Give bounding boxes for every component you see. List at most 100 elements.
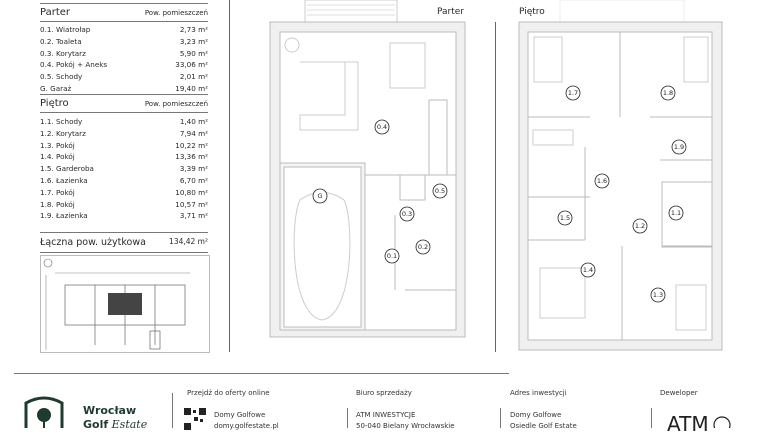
room-name: G. Garaż bbox=[40, 83, 72, 93]
atm-logo: ATM bbox=[667, 412, 709, 436]
room-label-circle bbox=[557, 210, 573, 226]
room-label-circle bbox=[671, 139, 687, 155]
room-label-circle bbox=[660, 85, 676, 101]
parter-plan-title: Parter bbox=[437, 7, 465, 17]
room-area: 2,73 m² bbox=[179, 25, 208, 34]
room-row: 0.5. Schody 2,01 m² bbox=[40, 71, 208, 83]
total-area: Łączna pow. użytkowa 134,42 m² bbox=[40, 232, 208, 253]
footer-divider bbox=[14, 373, 509, 374]
room-area: 10,80 m² bbox=[175, 187, 208, 197]
room-label-circle bbox=[565, 85, 581, 101]
room-name: 1.1. Schody bbox=[40, 117, 83, 126]
room-name: 0.4. Pokój + Aneks bbox=[40, 60, 108, 70]
online-offer-title: Przejdź do oferty online bbox=[187, 389, 270, 397]
online-offer-link[interactable]: domy.golfestate.pl bbox=[214, 422, 279, 430]
logo-golf: Golf bbox=[83, 418, 109, 431]
room-row: 1.5. Garderoba 3,39 m² bbox=[40, 163, 208, 175]
divider bbox=[172, 393, 173, 428]
developer-title: Deweloper bbox=[660, 389, 698, 397]
room-label-circle bbox=[415, 239, 431, 255]
room-area: 3,39 m² bbox=[179, 164, 208, 174]
logo-text-line2: Golf Estate bbox=[83, 418, 147, 431]
qr-code-icon[interactable] bbox=[184, 408, 206, 430]
room-area: 6,70 m² bbox=[179, 175, 208, 185]
room-label: 1.2 bbox=[635, 222, 645, 230]
room-label-circle bbox=[594, 173, 610, 189]
room-name: 1.7. Pokój bbox=[40, 187, 75, 197]
divider bbox=[495, 22, 496, 352]
room-label: 0.3 bbox=[402, 210, 412, 218]
investment-name: Domy Golfowe bbox=[510, 411, 562, 419]
room-label: 1.8 bbox=[663, 89, 673, 97]
room-area: 5,90 m² bbox=[179, 48, 208, 58]
room-area: 10,57 m² bbox=[175, 199, 208, 209]
room-name: 1.9. Łazienka bbox=[40, 211, 88, 221]
parter-title: Parter bbox=[40, 7, 71, 18]
golf-estate-logo-icon bbox=[24, 396, 64, 428]
logo-estate: Estate bbox=[111, 418, 148, 431]
column-header: Pow. pomieszczeń bbox=[144, 100, 208, 108]
divider bbox=[500, 408, 501, 428]
room-label-circle bbox=[432, 183, 448, 199]
room-name: 0.2. Toaleta bbox=[40, 36, 82, 46]
room-name: 1.8. Pokój bbox=[40, 199, 75, 209]
room-row: 1.7. Pokój 10,80 m² bbox=[40, 187, 208, 199]
room-label-circle bbox=[312, 188, 328, 204]
room-label-circle bbox=[580, 262, 596, 278]
column-header: Pow. pomieszczeń bbox=[144, 9, 208, 17]
room-area: 13,36 m² bbox=[175, 152, 208, 162]
room-area: 3,23 m² bbox=[179, 36, 208, 46]
investment-address-title: Adres inwestycji bbox=[510, 389, 567, 397]
room-label: 1.6 bbox=[597, 177, 607, 185]
room-row: 0.2. Toaleta 3,23 m² bbox=[40, 36, 208, 48]
room-label: 1.4 bbox=[583, 266, 593, 274]
room-label: 1.7 bbox=[568, 89, 578, 97]
highlighted-unit bbox=[108, 293, 142, 315]
room-label: 1.9 bbox=[674, 143, 684, 151]
room-name: 1.5. Garderoba bbox=[40, 164, 94, 174]
room-area: 19,40 m² bbox=[175, 83, 208, 93]
room-label-circle bbox=[650, 287, 666, 303]
room-label: 0.4 bbox=[377, 123, 387, 131]
logo-text-line1: Wrocław bbox=[83, 404, 137, 417]
room-row: 1.6. Łazienka 6,70 m² bbox=[40, 175, 208, 187]
room-name: 1.6. Łazienka bbox=[40, 175, 88, 185]
room-row: G. Garaż 19,40 m² bbox=[40, 83, 208, 95]
room-label: 1.3 bbox=[653, 291, 663, 299]
room-label-circle bbox=[399, 206, 415, 222]
room-row: 1.8. Pokój 10,57 m² bbox=[40, 199, 208, 211]
divider bbox=[229, 0, 230, 352]
room-row: 0.3. Korytarz 5,90 m² bbox=[40, 48, 208, 60]
room-label-circle bbox=[374, 119, 390, 135]
site-plan-thumbnail bbox=[40, 255, 210, 353]
sales-office-address: 50-040 Bielany Wrocławskie bbox=[356, 422, 455, 430]
investment-estate: Osiedle Golf Estate bbox=[510, 422, 577, 430]
room-label: 0.2 bbox=[418, 243, 428, 251]
total-label: Łączna pow. użytkowa bbox=[40, 237, 146, 248]
room-name: 0.3. Korytarz bbox=[40, 48, 86, 58]
room-area: 3,71 m² bbox=[179, 211, 208, 221]
room-name: 1.3. Pokój bbox=[40, 140, 75, 150]
room-label: 1.5 bbox=[560, 214, 570, 222]
room-name: 0.5. Schody bbox=[40, 72, 83, 82]
sales-office-title: Biuro sprzedaży bbox=[356, 389, 412, 397]
room-label: G bbox=[317, 192, 322, 200]
room-label: 0.1 bbox=[387, 252, 397, 260]
room-area: 7,94 m² bbox=[179, 128, 208, 138]
compass-icon bbox=[43, 258, 53, 268]
room-name: 1.2. Korytarz bbox=[40, 128, 86, 138]
room-label-circle bbox=[384, 248, 400, 264]
room-row: 1.9. Łazienka 3,71 m² bbox=[40, 210, 208, 222]
pietro-plan-title: Piętro bbox=[519, 7, 545, 17]
room-area: 2,01 m² bbox=[179, 72, 208, 82]
sales-office-name: ATM INWESTYCJE bbox=[356, 411, 416, 419]
parter-header: Parter Pow. pomieszczeń bbox=[40, 3, 208, 22]
